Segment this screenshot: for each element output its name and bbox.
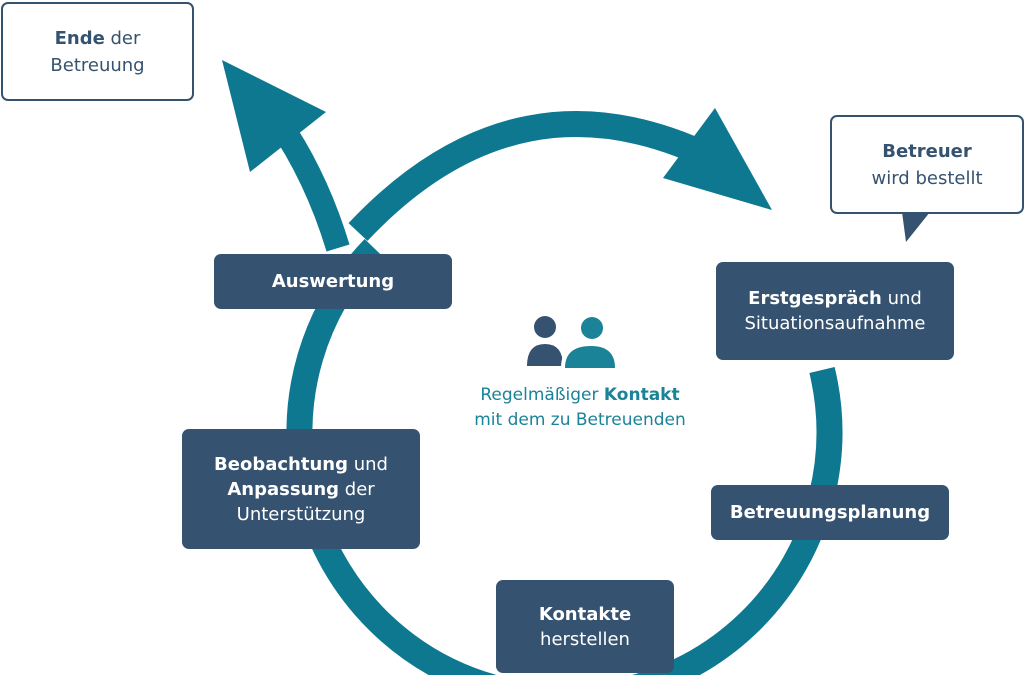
callout-tail (902, 212, 930, 242)
arrow-head-up (222, 60, 326, 172)
end-callout: Ende der Betreuung (1, 2, 194, 101)
step-auswertung: Auswertung (214, 254, 452, 309)
step-beobachtung-anpassung: Beobachtung und Anpassung der Unterstütz… (182, 429, 420, 549)
cycle-ring (286, 238, 843, 675)
start-callout: Betreuer wird bestellt (830, 115, 1024, 214)
center-label: Regelmäßiger Kontakt mit dem zu Betreuen… (474, 385, 686, 430)
step-betreuungsplanung: Betreuungsplanung (711, 485, 949, 540)
step-kontakte-herstellen: Kontakte herstellen (496, 580, 674, 673)
step-erstgespraech: Erstgespräch und Situationsaufnahme (716, 262, 954, 360)
arrow-head-right (663, 108, 772, 210)
two-persons-icon (527, 316, 617, 368)
cycle-top-arc (348, 111, 726, 241)
